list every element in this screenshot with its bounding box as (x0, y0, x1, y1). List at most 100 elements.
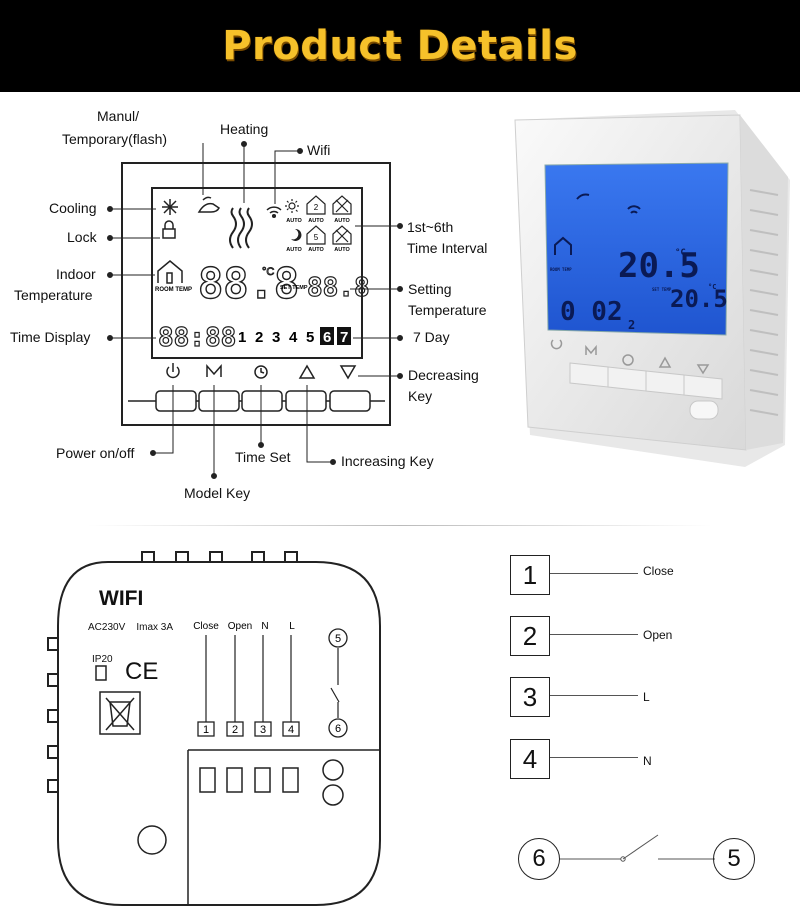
label-manual: Manul/ (97, 108, 140, 124)
terminal-label-n: N (261, 621, 268, 632)
room-temp-label: ROOM TEMP (155, 287, 192, 293)
auto-label: AUTO (286, 247, 302, 253)
ce-mark: CE (125, 658, 159, 685)
terminal-label-close: Close (193, 621, 219, 632)
room-temp-digits: 88.8 (198, 259, 299, 308)
legend-line (550, 757, 638, 758)
set-temp-digits: 88.8 (307, 273, 370, 303)
down-arrow-icon (339, 365, 357, 380)
legend-number: 1 (510, 555, 550, 595)
legend-number: 2 (510, 616, 550, 656)
label-decreasing-2: Key (408, 388, 433, 404)
device-room-temp: 20.5 (618, 246, 700, 286)
day-5: 5 (306, 329, 314, 346)
label-indoor-2: Temperature (14, 287, 93, 303)
sun-icon (285, 199, 299, 213)
label-interval-2: Time Interval (407, 240, 488, 256)
label-indoor: Indoor (56, 266, 96, 282)
moon-icon (291, 228, 302, 241)
wifi-icon (266, 206, 282, 219)
auto-label: AUTO (308, 218, 324, 224)
lock-icon (162, 220, 176, 239)
ip-box-icon (95, 665, 107, 681)
weee-bin-icon (99, 691, 141, 735)
label-increasing: Increasing Key (341, 453, 434, 469)
switch-terminal-right: 5 (713, 838, 755, 880)
legend-number: 3 (510, 677, 550, 717)
label-wifi: Wifi (307, 142, 331, 158)
day-row: 1 2 3 4 5 6 7 (238, 327, 351, 346)
power-icon (166, 366, 180, 379)
switch-terminal-left: 6 (518, 838, 560, 880)
label-time-set: Time Set (235, 449, 291, 465)
clock-icon (254, 365, 268, 379)
ip-label: IP20 (92, 654, 113, 665)
rating-label: AC230V Imax 3A (88, 622, 174, 633)
terminal-number: 2 (232, 724, 238, 736)
device-set-unit: °C (708, 283, 716, 291)
interval-number-5: 5 (314, 233, 319, 242)
legend-line (550, 634, 638, 635)
day-6: 6 (323, 329, 331, 346)
legend-label: Open (643, 628, 673, 642)
hand-icon (197, 196, 220, 213)
label-decreasing: Decreasing (408, 367, 479, 383)
interval-house-icons (306, 195, 352, 245)
time-digits: 88:88 (158, 323, 236, 353)
switch-diagram (559, 834, 715, 862)
auto-label: AUTO (308, 247, 324, 253)
label-lock: Lock (67, 229, 97, 245)
legend-line (550, 695, 638, 696)
room-unit: °C (262, 266, 274, 278)
up-arrow-icon (298, 364, 316, 379)
legend-number: 4 (510, 739, 550, 779)
device-room-unit: °C (675, 248, 686, 258)
device-day: 2 (628, 318, 635, 332)
label-cooling: Cooling (49, 200, 97, 216)
day-7: 7 (340, 329, 348, 346)
section-divider (88, 525, 712, 526)
device-set-temp: 20.5 (670, 285, 728, 313)
thermostat-device-illustration: 20.5 °C 20.5 °C 0 02 2 ROOM TEMP SET TEM… (514, 110, 790, 467)
device-clock: 0 02 (560, 297, 623, 327)
snowflake-icon (162, 199, 178, 215)
room-temp-house-icon (157, 260, 183, 284)
device-set-label: SET TEMP (652, 287, 672, 292)
interval-number-2: 2 (314, 203, 319, 212)
day-1: 1 (238, 329, 246, 346)
legend-label: L (643, 690, 650, 704)
key-row (128, 390, 385, 412)
label-time-display: Time Display (10, 329, 91, 345)
mode-icon (206, 364, 222, 377)
relay-number: 6 (335, 723, 341, 735)
terminal-number: 3 (260, 724, 266, 736)
set-temp-label: SET TEMP (280, 285, 308, 291)
device-room-label: ROOM TEMP (550, 267, 572, 272)
day-4: 4 (289, 329, 298, 346)
page-title: Product Details (222, 23, 578, 69)
label-model-key: Model Key (184, 485, 251, 501)
brand-label: WIFI (99, 587, 144, 610)
header-banner: Product Details (0, 0, 800, 92)
lcd-layout-diagram: 2 5 AUTO AUTO AUTO AUTO AUTO AUTO ROOM T… (107, 141, 403, 479)
terminal-label-l: L (289, 621, 295, 632)
label-heating: Heating (220, 121, 269, 137)
label-manual-2: Temporary(flash) (62, 131, 168, 147)
legend-label: Close (643, 564, 674, 578)
label-seven-day: 7 Day (413, 329, 450, 345)
terminal-number: 1 (203, 724, 209, 736)
back-panel-diagram: 1 2 3 4 5 6 Close Open N L (47, 551, 381, 906)
label-power: Power on/off (56, 445, 135, 461)
label-setting: Setting (408, 281, 452, 297)
terminal-number: 4 (288, 724, 294, 736)
heating-waves-icon (229, 207, 253, 249)
day-2: 2 (255, 329, 263, 346)
auto-label: AUTO (334, 218, 350, 224)
relay-number: 5 (335, 633, 341, 645)
auto-label: AUTO (286, 218, 302, 224)
legend-label: N (643, 754, 652, 768)
auto-label: AUTO (334, 247, 350, 253)
label-interval: 1st~6th (407, 219, 454, 235)
legend-line (550, 573, 638, 574)
terminal-label-open: Open (228, 621, 252, 632)
